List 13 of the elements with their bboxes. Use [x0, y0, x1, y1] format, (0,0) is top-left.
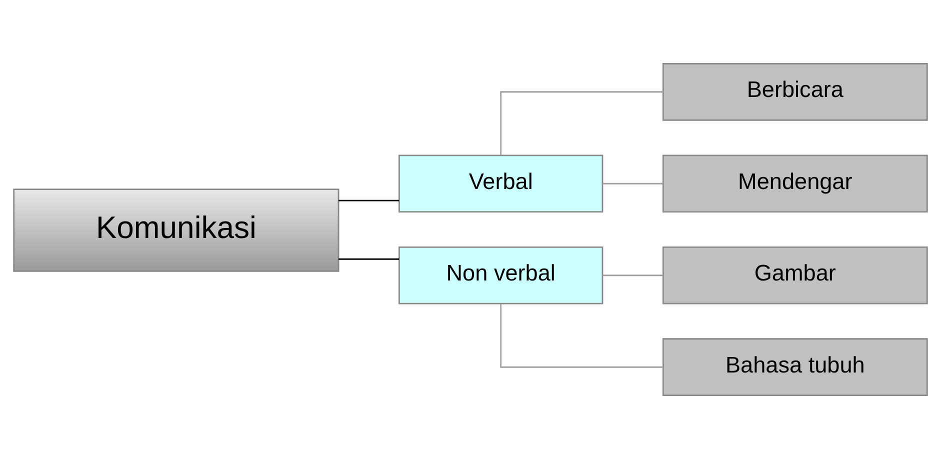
- node-box: Gambar: [662, 246, 928, 304]
- connector: [500, 304, 664, 368]
- connector: [602, 274, 663, 276]
- connector: [500, 91, 664, 156]
- node-box: Mendengar: [662, 154, 928, 213]
- node-box: Verbal: [398, 154, 604, 213]
- connector: [338, 258, 400, 260]
- connector: [338, 200, 400, 202]
- connector: [602, 182, 663, 184]
- node-box: Komunikasi: [13, 188, 340, 272]
- node-box: Berbicara: [662, 62, 928, 121]
- node-box: Bahasa tubuh: [662, 338, 928, 396]
- node-box: Non verbal: [398, 246, 604, 304]
